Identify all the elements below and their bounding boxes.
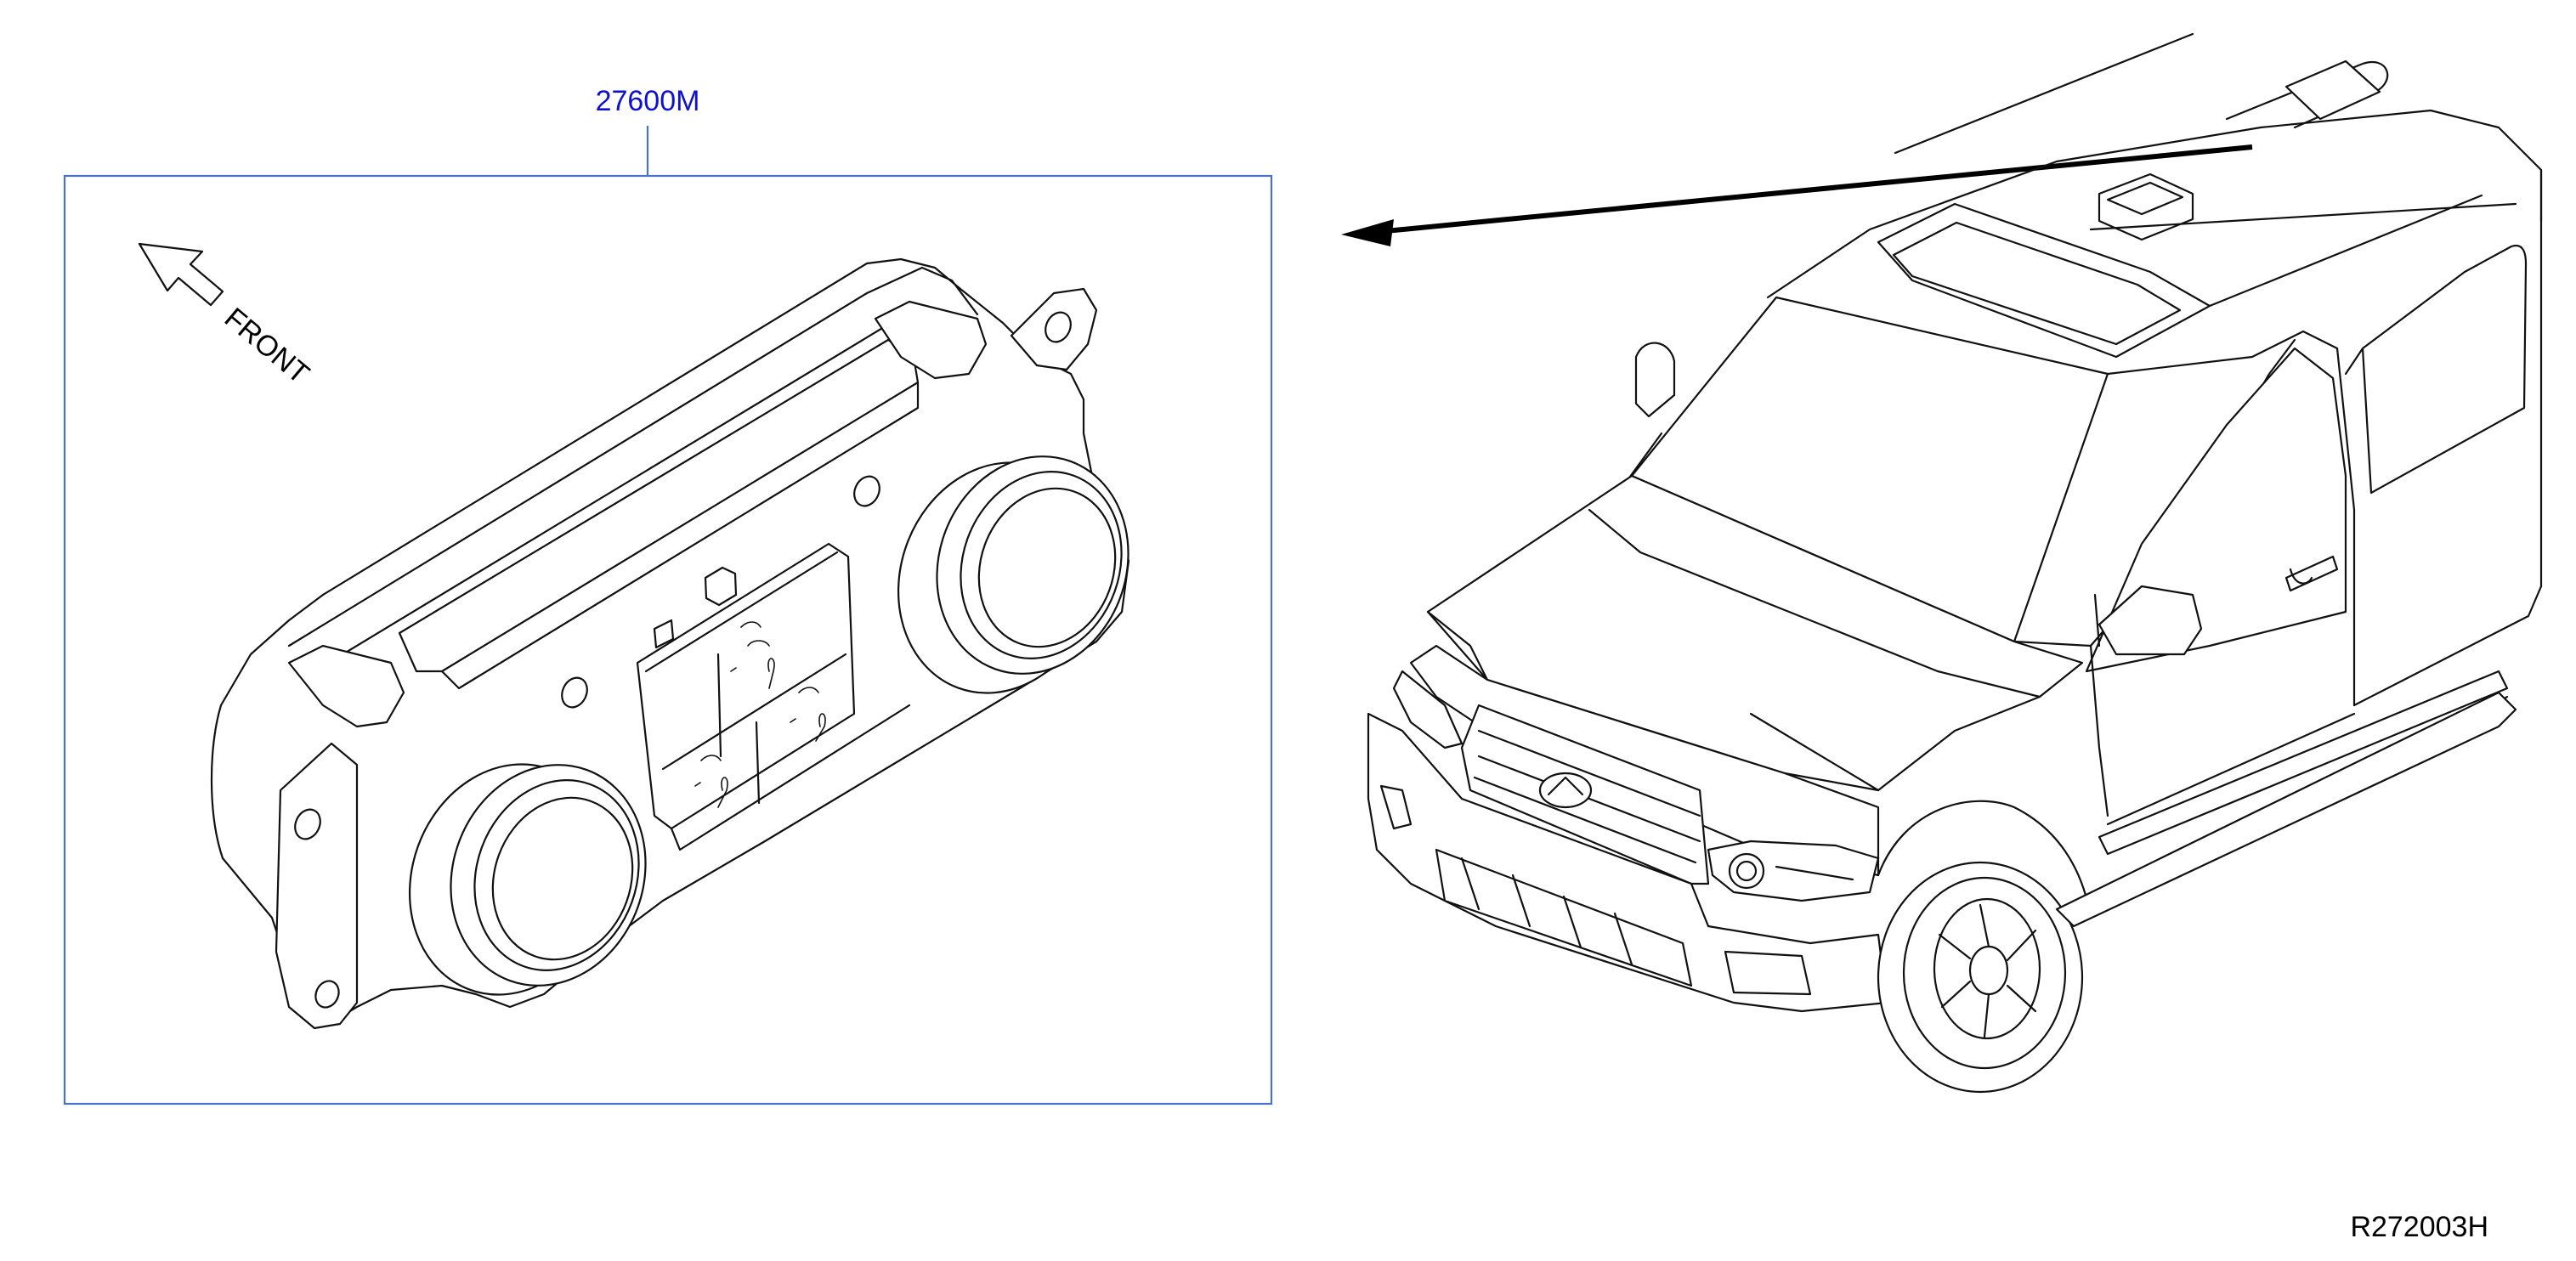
front-arrow-icon bbox=[138, 242, 224, 307]
pointer-arrowhead-icon bbox=[1341, 219, 1394, 246]
mode-button-block bbox=[636, 542, 856, 830]
vehicle-drawing bbox=[1367, 32, 2543, 1094]
part-callout: 27600M bbox=[63, 85, 1273, 1105]
front-indicator: FRONT bbox=[138, 242, 315, 390]
right-control-knob bbox=[897, 455, 1129, 694]
reference-code: R272003H bbox=[2350, 1211, 2488, 1243]
location-pointer bbox=[1341, 144, 2253, 246]
part-number-label[interactable]: 27600M bbox=[596, 85, 700, 117]
front-label: FRONT bbox=[218, 302, 315, 390]
left-control-knob bbox=[408, 763, 647, 996]
part-detail-box bbox=[63, 174, 1273, 1105]
climate-control-panel-drawing bbox=[210, 257, 1130, 1030]
